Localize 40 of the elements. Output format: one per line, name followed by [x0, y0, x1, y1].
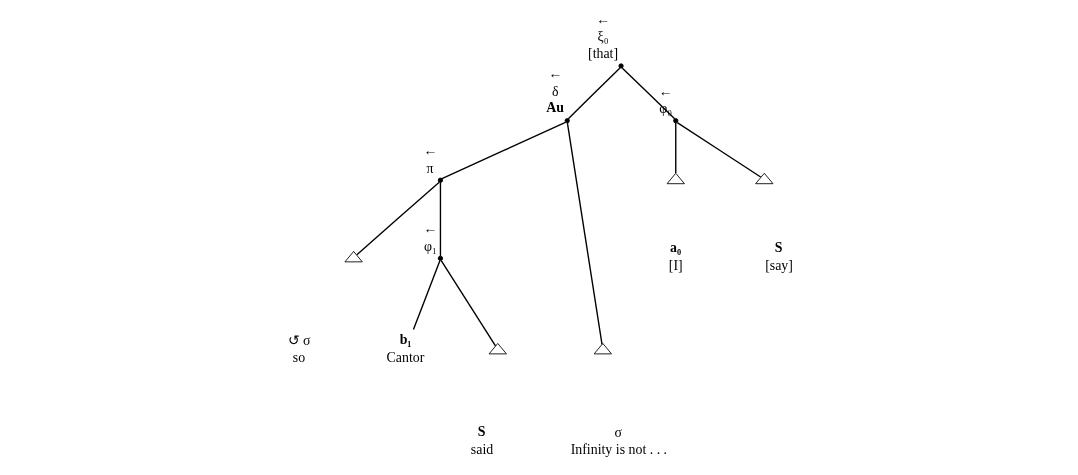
node-circle	[564, 118, 570, 124]
node-circle	[437, 177, 444, 183]
connector	[675, 122, 677, 174]
node-label: Au	[546, 100, 565, 116]
node-label: ξ₀	[597, 29, 609, 45]
node-circle	[437, 255, 444, 261]
connector	[676, 121, 762, 178]
node-label: ←	[658, 83, 673, 99]
connector	[441, 121, 567, 180]
node-label: ←	[423, 221, 438, 237]
node-triangle	[593, 343, 612, 355]
node-triangle	[755, 172, 774, 185]
node-label: so	[292, 350, 306, 366]
node-circle	[673, 118, 679, 124]
node-label: ←	[548, 66, 563, 82]
node-triangle	[488, 343, 507, 355]
node-label: [that]	[588, 46, 619, 62]
connector	[412, 259, 441, 331]
node-label: π	[426, 160, 434, 176]
node-label: ←	[423, 143, 438, 159]
node-label: S	[477, 424, 486, 440]
node-triangle	[666, 172, 685, 185]
node-label: [I]	[668, 258, 683, 274]
node-label: a₀	[670, 240, 682, 256]
node-label: said	[470, 442, 494, 458]
node-label: [say]	[765, 258, 793, 274]
connector	[439, 181, 442, 257]
node-label: δ	[552, 83, 559, 99]
node-text: b₁ Cantor	[386, 332, 425, 366]
node-label: Infinity is not . . .	[570, 442, 668, 458]
node-triangle	[344, 251, 363, 263]
node-label: S	[774, 240, 783, 256]
node-label: φ₁	[423, 238, 437, 254]
connector	[566, 122, 603, 346]
connector	[440, 259, 497, 347]
node-label: ←	[596, 11, 611, 27]
node-label: ↺ σ	[287, 333, 311, 349]
connector	[567, 67, 621, 120]
node-label: σ	[614, 425, 623, 441]
node-circle	[618, 63, 624, 69]
